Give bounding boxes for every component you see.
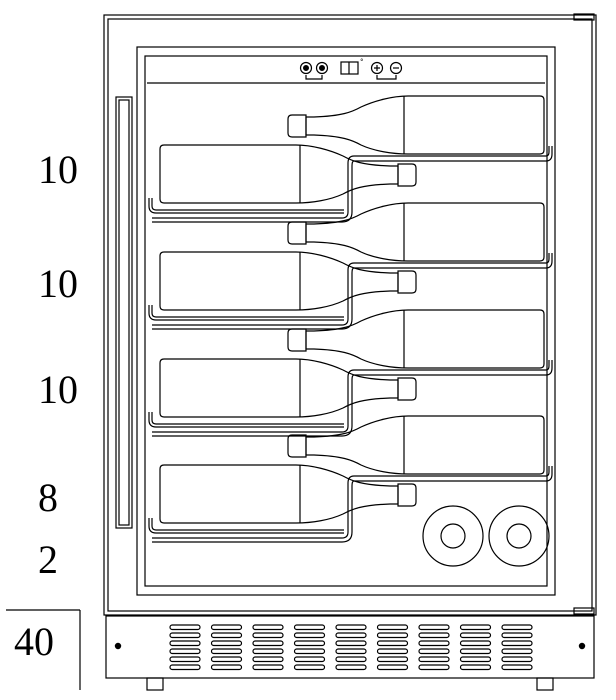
vent-slot — [210, 640, 243, 647]
vent-slot — [169, 640, 201, 647]
vent-slot — [501, 664, 533, 671]
foot-right — [536, 677, 554, 691]
shelf-count-4: 8 — [38, 475, 58, 520]
svg-text:°: ° — [360, 58, 364, 66]
vent-slot — [459, 648, 492, 655]
control-button-icon — [389, 61, 403, 75]
vent-slot — [252, 640, 284, 647]
vent-slot — [501, 624, 533, 631]
control-panel: ° — [299, 58, 403, 80]
vent-slot — [418, 632, 450, 639]
vent-slot — [335, 640, 367, 647]
vent-slot — [210, 656, 243, 663]
vent-slot — [335, 648, 367, 655]
foot-left — [146, 677, 164, 691]
vent-slot — [210, 648, 243, 655]
bottle-ends — [422, 505, 550, 567]
vent-slot — [376, 664, 409, 671]
vent-slots — [169, 624, 533, 671]
shelf-count-1: 10 — [38, 147, 78, 192]
cabinet-frame — [103, 13, 597, 616]
shelf-count-3: 10 — [38, 367, 78, 412]
vent-slot — [418, 640, 450, 647]
vent-slot — [335, 664, 367, 671]
vent-slot — [169, 632, 201, 639]
vent-slot — [293, 656, 326, 663]
vent-slot — [501, 632, 533, 639]
vent-slot — [418, 664, 450, 671]
vent-slot — [210, 624, 243, 631]
vent-slot — [169, 656, 201, 663]
shelf-count-2: 10 — [38, 261, 78, 306]
vent-slot — [459, 640, 492, 647]
vent-slot — [335, 624, 367, 631]
vent-slot — [169, 648, 201, 655]
hinge-top — [573, 13, 595, 21]
vent-slot — [335, 632, 367, 639]
vent-slot — [376, 624, 409, 631]
vent-slot — [376, 632, 409, 639]
vent-slot — [252, 624, 284, 631]
vent-slot — [293, 632, 326, 639]
door-handle — [115, 96, 133, 529]
vent-slot — [335, 656, 367, 663]
vent-slot — [169, 664, 201, 671]
vent-slot — [252, 656, 284, 663]
vent-slot — [459, 632, 492, 639]
vent-slot — [252, 664, 284, 671]
vent-slot — [376, 640, 409, 647]
vent-slot — [459, 664, 492, 671]
vent-slot — [501, 656, 533, 663]
hinge-bottom — [573, 607, 595, 615]
control-button-icon — [315, 61, 329, 75]
vent-slot — [293, 664, 326, 671]
vent-slot — [293, 640, 326, 647]
vent-slot — [459, 656, 492, 663]
vent-slot — [418, 624, 450, 631]
vent-slot — [418, 648, 450, 655]
total-count: 40 — [14, 619, 54, 664]
vent-slot — [293, 624, 326, 631]
base-grille — [105, 615, 595, 691]
vent-slot — [210, 632, 243, 639]
control-button-icon — [299, 61, 313, 75]
vent-slot — [418, 656, 450, 663]
vent-slot — [293, 648, 326, 655]
screw-icon — [578, 642, 586, 650]
vent-slot — [169, 624, 201, 631]
vent-slot — [376, 648, 409, 655]
vent-slot — [376, 656, 409, 663]
vent-slot — [459, 624, 492, 631]
control-button-icon — [370, 61, 384, 75]
total-bracket — [6, 609, 81, 690]
shelf-count-5: 2 — [38, 537, 58, 582]
screw-icon — [114, 642, 122, 650]
vent-slot — [210, 664, 243, 671]
vent-slot — [252, 632, 284, 639]
vent-slot — [501, 648, 533, 655]
vent-slot — [252, 648, 284, 655]
vent-slot — [501, 640, 533, 647]
